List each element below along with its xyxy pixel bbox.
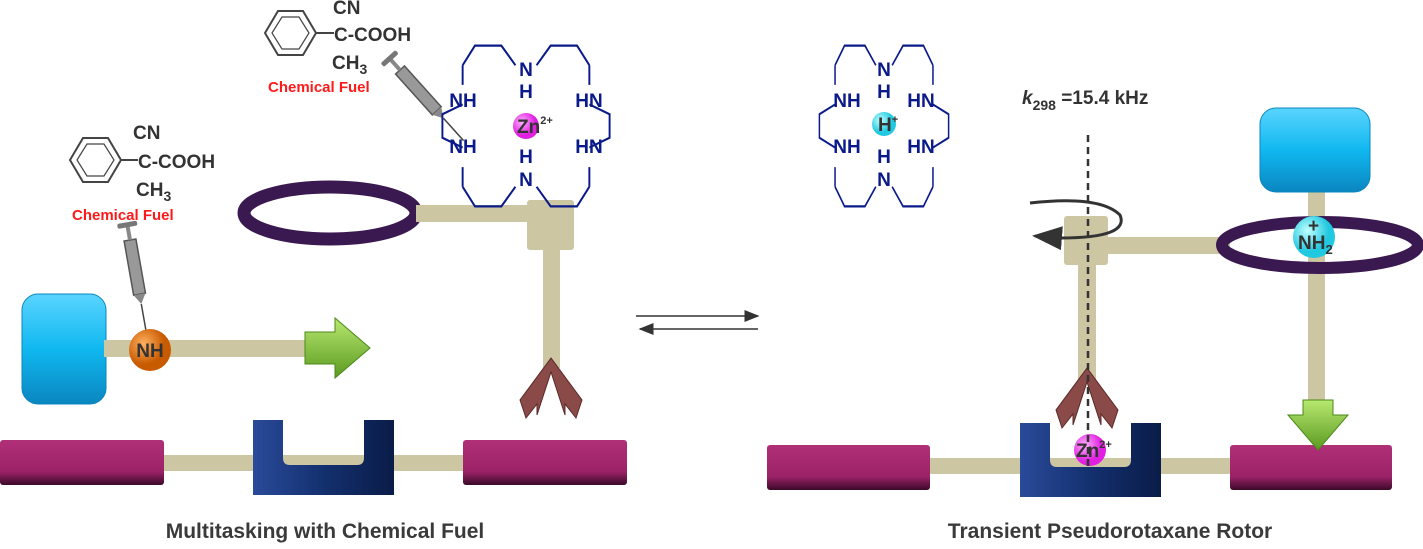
binding-station <box>253 420 394 495</box>
svg-text:HN: HN <box>907 137 934 158</box>
zinc-label: Zn2+ <box>517 115 553 138</box>
amine-sphere <box>129 329 171 371</box>
svg-text:NH: NH <box>449 91 476 112</box>
syringe-icon <box>116 219 158 337</box>
rotor-arm-rod <box>1106 237 1230 254</box>
pivot-block <box>527 200 574 250</box>
track-block-right <box>463 440 627 485</box>
proton-cyclen-labels: N H NH HN NH HN H N H+ <box>833 60 934 191</box>
ammonium-plus: + <box>1308 216 1319 237</box>
fuel-molecule-upper: CN C-COOH CH3 Chemical Fuel <box>263 0 411 96</box>
svg-text:HN: HN <box>907 91 934 112</box>
vertical-rod <box>543 248 560 368</box>
svg-text:HN: HN <box>575 137 602 158</box>
chemical-fuel-label: Chemical Fuel <box>72 207 174 224</box>
track-block-left <box>767 445 930 490</box>
claw-ligand <box>519 357 583 420</box>
fuel-ch3: CH3 <box>332 53 367 77</box>
zinc-ion <box>1074 434 1106 466</box>
track-block-left <box>0 440 164 485</box>
svg-text:N: N <box>519 60 533 81</box>
fuel-ch3: CH3 <box>136 180 171 204</box>
ammonium-sphere <box>1293 216 1335 258</box>
svg-text:HN: HN <box>575 91 602 112</box>
proton-ion <box>872 112 896 136</box>
fuel-c-cooh: C-COOH <box>334 25 411 46</box>
binding-station <box>1020 423 1161 497</box>
zinc-ion <box>513 113 539 139</box>
zinc-label: Zn2+ <box>1076 439 1112 462</box>
svg-text:NH: NH <box>833 91 860 112</box>
amine-label: NH <box>136 341 163 362</box>
ammonium-label: NH2 <box>1298 233 1333 257</box>
green-arrow-right <box>304 316 371 380</box>
zn-cyclen-labels: N H NH HN NH HN H N Zn2+ <box>449 60 602 191</box>
fuel-cn: CN <box>133 123 160 144</box>
fuel-cn: CN <box>333 0 360 19</box>
svg-text:H: H <box>519 147 533 168</box>
svg-text:H: H <box>877 147 891 168</box>
chemical-fuel-label: Chemical Fuel <box>268 79 370 96</box>
right-caption: Transient Pseudorotaxane Rotor <box>948 520 1272 543</box>
left-caption: Multitasking with Chemical Fuel <box>166 520 485 543</box>
svg-text:N: N <box>519 170 533 191</box>
equilibrium-arrows-icon <box>636 310 760 335</box>
svg-text:H: H <box>519 82 533 103</box>
blue-stopper <box>21 293 107 405</box>
proton-label: H+ <box>878 114 898 136</box>
svg-text:NH: NH <box>833 137 860 158</box>
svg-text:N: N <box>877 170 891 191</box>
svg-text:NH: NH <box>449 137 476 158</box>
ring-arm-rod <box>416 205 531 222</box>
rotation-rate-label: k298 =15.4 kHz <box>1022 88 1148 113</box>
svg-text:N: N <box>877 60 891 81</box>
svg-text:H: H <box>877 82 891 103</box>
green-arrow-down <box>1286 399 1350 451</box>
macrocycle-ring <box>237 180 423 246</box>
rotation-arrow-icon <box>1029 199 1123 251</box>
blue-stopper <box>1259 107 1371 193</box>
pivot-block <box>1064 216 1108 265</box>
right-panel: N H NH HN NH HN H N H+ k298 =15.4 kHz Zn… <box>767 44 1423 543</box>
left-panel: CN C-COOH CH3 Chemical Fuel NH CN C-COOH <box>0 0 627 543</box>
track-block-right <box>1230 445 1392 490</box>
fuel-molecule-lower: CN C-COOH CH3 Chemical Fuel <box>68 123 215 224</box>
fuel-c-cooh: C-COOH <box>138 152 215 173</box>
